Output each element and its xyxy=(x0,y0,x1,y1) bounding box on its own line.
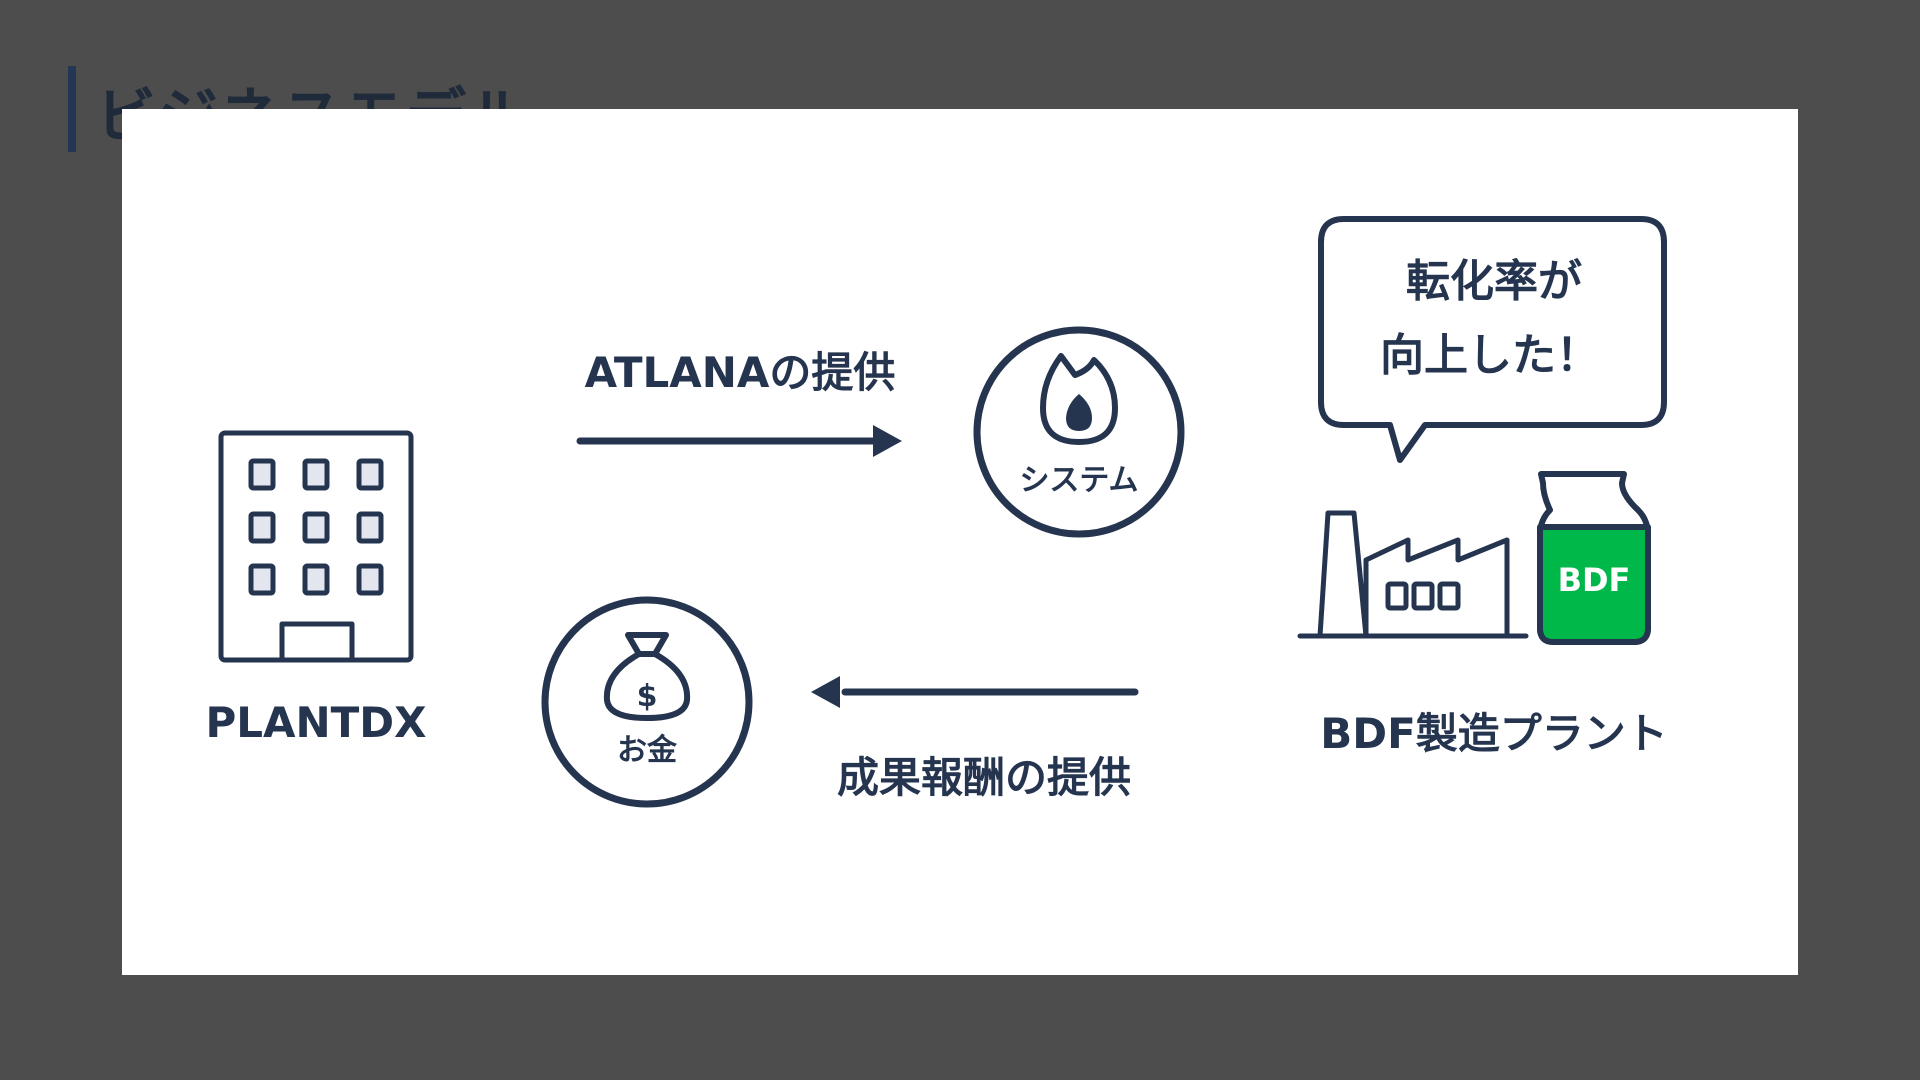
system-circle: システム xyxy=(973,326,1185,538)
company-label: PLANTDX xyxy=(205,698,426,747)
speech-bubble: 転化率が 向上した！ xyxy=(1318,216,1667,463)
bubble-line-2: 向上した！ xyxy=(1380,330,1600,381)
provide-system-label: ATLANAの提供 xyxy=(585,348,896,397)
title-accent-bar xyxy=(68,66,76,152)
office-building-icon xyxy=(218,430,414,663)
bdf-tank-icon: BDF xyxy=(1537,471,1651,645)
factory-icon xyxy=(1297,510,1529,639)
dollar-sign-icon: $ xyxy=(637,679,658,714)
arrow-right-icon xyxy=(576,425,902,457)
bdf-tank-label: BDF xyxy=(1558,561,1631,599)
system-label: システム xyxy=(1019,463,1138,498)
arrow-left-icon xyxy=(811,676,1139,708)
money-label: お金 xyxy=(617,733,678,768)
bubble-line-1: 転化率が xyxy=(1406,256,1582,307)
flame-icon xyxy=(1040,353,1118,445)
provide-reward-label: 成果報酬の提供 xyxy=(837,753,1131,802)
money-bag-icon xyxy=(603,632,691,721)
plant-label: BDF製造プラント xyxy=(1320,709,1668,758)
money-circle: $ お金 xyxy=(541,596,753,808)
